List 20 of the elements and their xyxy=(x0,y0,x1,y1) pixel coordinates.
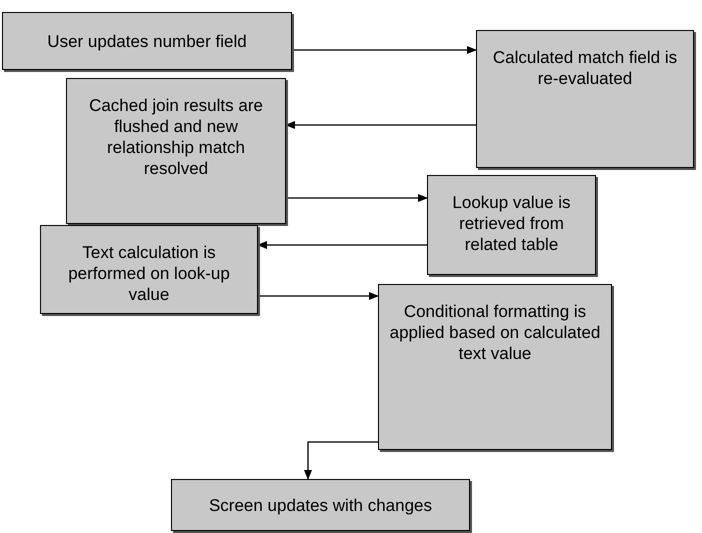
step-text: User updates number field xyxy=(47,30,247,52)
process-box xyxy=(66,78,286,224)
arrow xyxy=(257,241,427,249)
process-box xyxy=(378,284,612,450)
process-box xyxy=(171,479,470,531)
process-box xyxy=(2,12,292,70)
step-text: Screen updates with changes xyxy=(208,494,432,516)
arrow xyxy=(304,441,378,480)
step-text: Conditional formatting is applied based on calculated text value xyxy=(388,301,602,364)
arrow xyxy=(286,194,428,202)
step-text: Text calculation is performed on look-up value xyxy=(67,242,231,305)
step-text: Cached join results are flushed and new relationship match resolved xyxy=(88,95,264,179)
arrow xyxy=(258,292,379,300)
arrow xyxy=(292,46,477,54)
step-text: Calculated match field is re-evaluated xyxy=(492,47,678,89)
process-box xyxy=(476,30,694,168)
process-box xyxy=(40,225,258,314)
process-box xyxy=(427,175,596,275)
arrow xyxy=(285,121,476,129)
step-text: Lookup value is retrieved from related table xyxy=(451,192,572,255)
